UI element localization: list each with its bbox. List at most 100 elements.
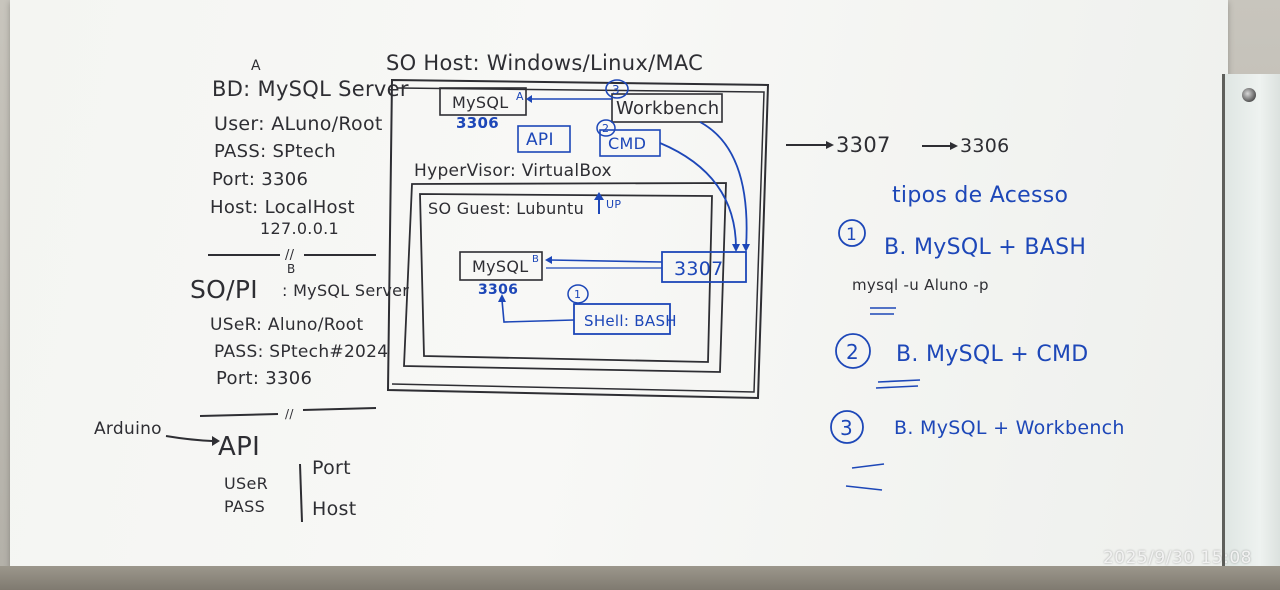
api-notes: Arduino API USeR PASS Port Host — [94, 419, 356, 523]
access-item-2-number: 2 — [846, 340, 859, 364]
bd-pass: PASS: SPtech — [214, 141, 336, 162]
access-item-2-text: B. MySQL + CMD — [896, 342, 1089, 367]
photo-timestamp: 2025/9/30 15:08 — [1102, 548, 1252, 568]
api-title: API — [218, 432, 260, 462]
arduino-label: Arduino — [94, 419, 162, 439]
api-box — [517, 125, 571, 153]
side-whiteboard-panel — [1222, 74, 1280, 590]
access-item-1-number: 1 — [846, 225, 857, 245]
access-command: mysql -u Aluno -p — [852, 276, 989, 294]
so-user: USeR: Aluno/Root — [210, 315, 363, 335]
shell-to-guest-line — [501, 299, 575, 323]
guest-label: SO Guest: Lubuntu — [428, 199, 584, 218]
so-marker-b: B — [287, 262, 296, 276]
workbench-marker-circle — [605, 79, 629, 99]
cmd-marker: 2 — [602, 122, 609, 135]
forward-arrowhead-right — [742, 244, 750, 252]
port-map-arrow-2-head — [950, 142, 958, 150]
bd-marker-a: A — [251, 58, 261, 74]
host-mysql-box — [439, 87, 527, 116]
api-user: USeR — [224, 474, 268, 493]
access-item-2-circle — [835, 333, 871, 369]
access-item-1-text: B. MySQL + BASH — [884, 235, 1086, 260]
workbench-to-mysql-arrowhead — [526, 95, 532, 103]
access-item-3-text: B. MySQL + Workbench — [894, 417, 1125, 439]
separator-two-mark: // — [285, 407, 294, 421]
guest-mysql-box — [459, 251, 543, 281]
bd-host: Host: LocalHost — [210, 197, 355, 218]
bd-ip: 127.0.0.1 — [260, 219, 339, 238]
access-item-3-circle — [830, 410, 864, 444]
so-server: : MySQL Server — [282, 281, 409, 300]
separator-one-mark: // — [285, 248, 295, 263]
cmd-to-forward-connector — [659, 142, 737, 249]
forward-arrowhead-left — [732, 244, 740, 252]
port-map-arrow-1-head — [826, 141, 834, 149]
marker-tray — [0, 566, 1280, 590]
access-item-2-underline-a — [877, 379, 921, 383]
separator-two: // — [199, 407, 377, 421]
guest-mysql-label: MySQL — [472, 257, 528, 276]
shell-to-guest-arrowhead — [498, 294, 506, 302]
workbench-label: Workbench — [616, 98, 720, 119]
separator-two-line-left — [199, 413, 279, 417]
workbench-box — [611, 93, 723, 123]
cmd-marker-circle — [596, 119, 616, 137]
shell-label: SHell: BASH — [584, 312, 677, 330]
port-map-to: 3306 — [960, 135, 1010, 157]
api-host: Host — [312, 498, 356, 520]
hypervisor-frame — [403, 182, 727, 373]
access-item-3-number: 3 — [840, 416, 853, 440]
shell-marker-circle — [567, 284, 589, 304]
port-map-from: 3307 — [836, 133, 891, 157]
guest-mysql-port: 3306 — [478, 282, 518, 298]
separator-two-line-right — [302, 407, 377, 411]
cmd-box-label: CMD — [608, 134, 646, 153]
architecture-diagram: SO Host: Windows/Linux/MAC MySQL A 3306 … — [386, 51, 770, 400]
host-mysql-port: 3306 — [456, 114, 499, 132]
access-item-1-circle — [838, 219, 866, 247]
guest-mysql-marker: B — [532, 254, 539, 265]
port-map-note: 3307 3306 — [786, 133, 1010, 157]
forward-port-box — [661, 251, 747, 283]
bd-user: User: ALuno/Root — [214, 113, 383, 135]
host-mysql-label: MySQL — [452, 93, 508, 112]
api-column-divider — [299, 463, 303, 523]
access-types: tipos de Acesso 1 B. MySQL + BASH mysql … — [830, 183, 1125, 491]
arduino-arrow-line — [165, 435, 213, 442]
host-mysql-marker: A — [516, 90, 524, 103]
magnet — [1242, 88, 1256, 102]
workbench-to-forward-connector — [699, 121, 748, 249]
so-notes: B SO/PI : MySQL Server USeR: Aluno/Root … — [190, 262, 409, 389]
so-pass: PASS: SPtech#2024 — [214, 342, 388, 362]
bd-port: Port: 3306 — [212, 169, 308, 190]
host-frame-inner — [391, 87, 765, 393]
access-heading: tipos de Acesso — [892, 183, 1068, 208]
shell-box — [573, 303, 671, 335]
forward-port-label: 3307 — [674, 258, 724, 280]
arduino-arrow-head — [212, 436, 220, 446]
separator-one: // — [208, 248, 376, 263]
access-item-3-underline-a — [851, 463, 885, 469]
access-item-3-underline-b — [845, 485, 883, 491]
shell-marker: 1 — [574, 288, 581, 301]
api-box-label: API — [526, 130, 554, 150]
access-item-2-underline-b — [875, 385, 919, 389]
host-title: SO Host: Windows/Linux/MAC — [386, 51, 703, 75]
so-port: Port: 3306 — [216, 368, 312, 389]
guest-up-label: UP — [606, 198, 621, 211]
guest-up-arrow-head — [594, 192, 604, 200]
hypervisor-label: HyperVisor: VirtualBox — [414, 161, 612, 181]
bd-title: BD: MySQL Server — [212, 77, 409, 101]
api-port: Port — [312, 457, 351, 479]
workbench-marker: 3 — [612, 83, 620, 97]
host-frame-outer — [386, 78, 770, 400]
guest-frame — [419, 193, 713, 363]
bd-notes: A BD: MySQL Server User: ALuno/Root PASS… — [210, 58, 409, 238]
forward-to-guest-line — [549, 259, 663, 263]
forward-to-guest-arrowhead — [545, 256, 552, 264]
so-title: SO/PI — [190, 275, 258, 304]
api-pass: PASS — [224, 497, 265, 516]
